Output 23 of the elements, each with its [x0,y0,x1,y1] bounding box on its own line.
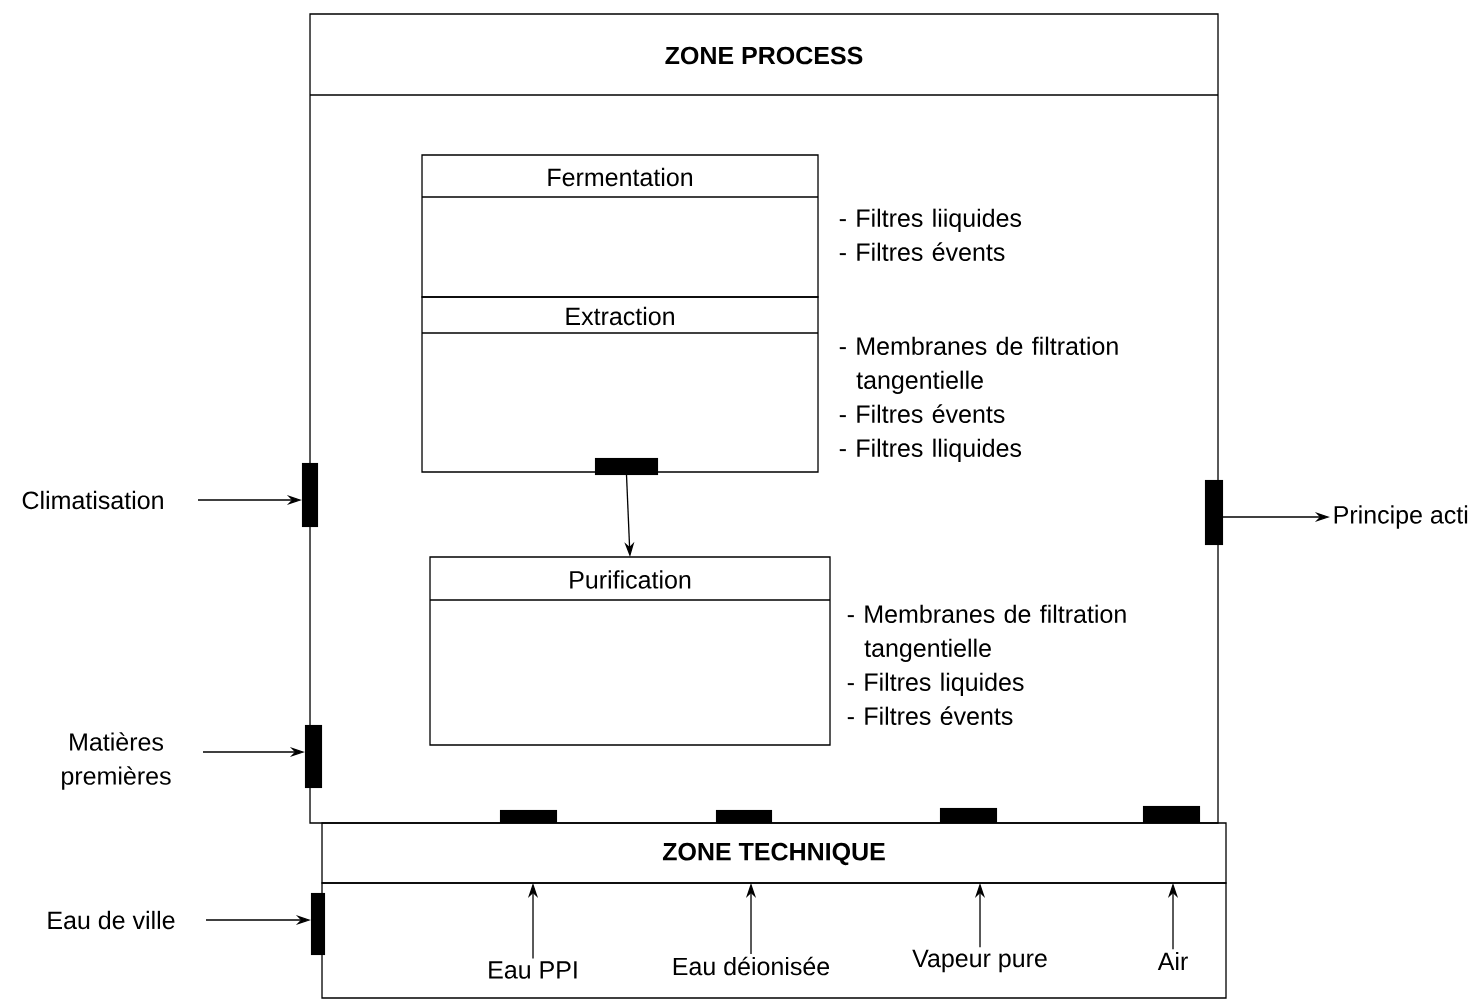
flow-label: Eau de ville [48,910,175,930]
list-item: - Filtres évents [839,404,1005,423]
port-bar [594,457,659,476]
list-item: - Filtres liquides [847,672,1024,696]
zone-box: ZONE TECHNIQUE [321,822,1227,884]
list-item: - Filtres évents [839,242,1005,261]
list-item: - Membranes de filtration tangentielle [847,604,1126,662]
flow-label: Air [1157,951,1188,971]
list-item: - Membranes de filtration tangentielle [839,336,1118,394]
port-bar [1204,479,1224,546]
process-box: Extraction [421,296,819,473]
flow-label: Climatisation [22,490,163,510]
list-item: - Filtres lliquides [839,438,1022,462]
process-box: Fermentation [421,154,819,298]
list-item: - Filtres évents [847,706,1013,725]
zone-box [321,882,1227,999]
flow-label: Eau PPI [489,961,577,979]
flow-label: Principe acti [1334,505,1468,529]
list-item: - Filtres liiquides [839,208,1022,232]
flow-label: Matières premières [62,732,171,790]
process-box: Purification [429,556,831,746]
flow-label: Vapeur pure [912,949,1047,973]
flow-label: Eau déionisée [673,956,830,976]
